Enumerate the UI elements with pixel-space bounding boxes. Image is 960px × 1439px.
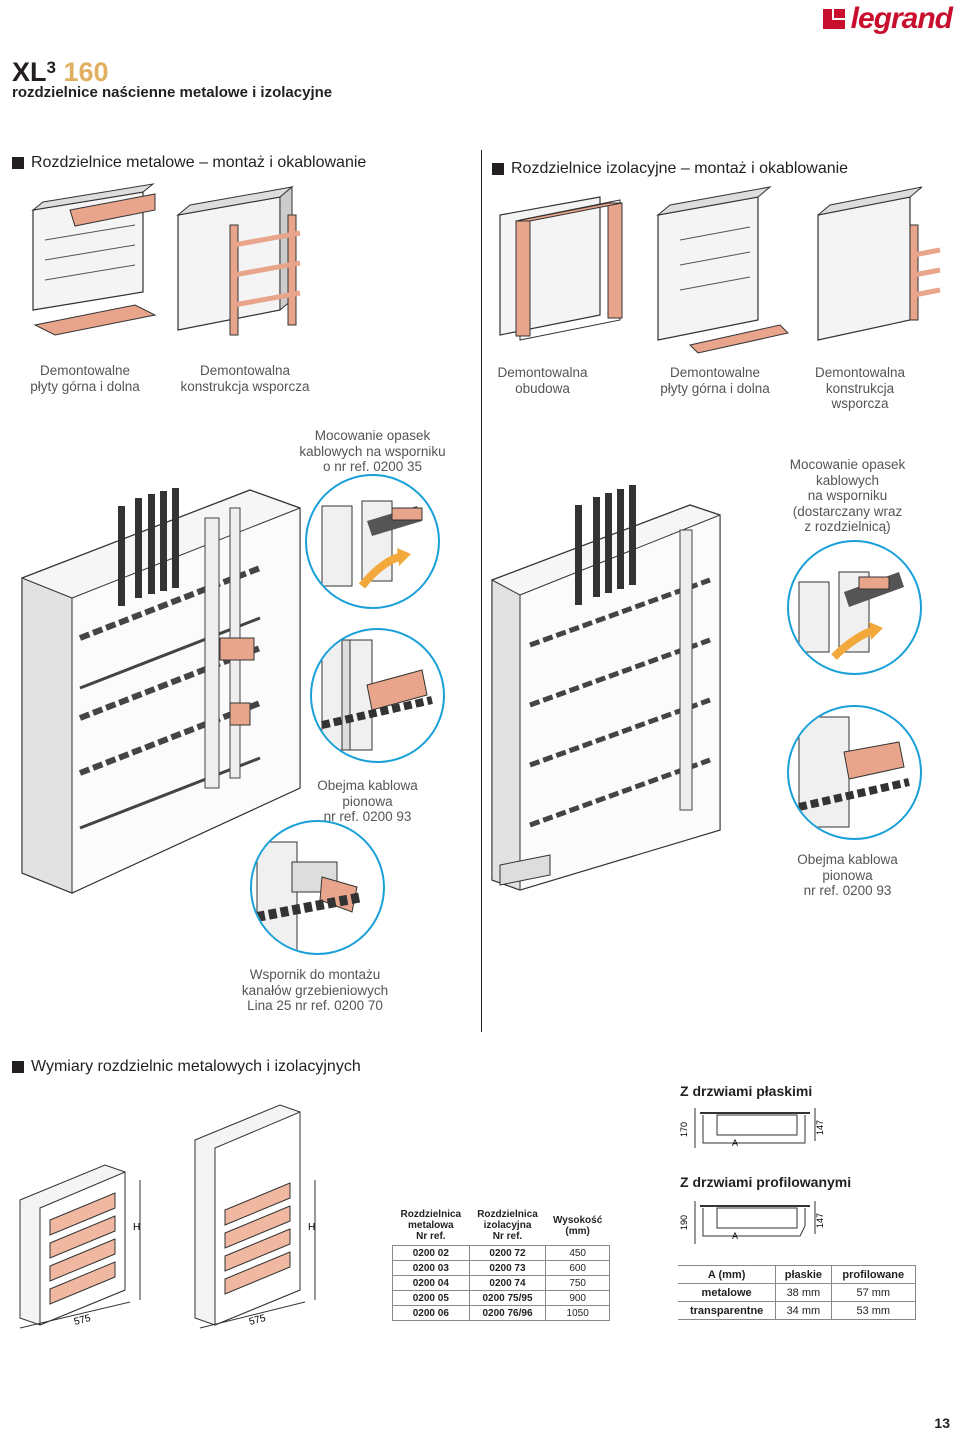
page-subtitle: rozdzielnice naścienne metalowe i izolac… — [12, 84, 333, 101]
insul-support-frame-illustration — [817, 186, 941, 341]
width-label: 575 — [248, 1313, 267, 1328]
insul-clamp-detail-circle — [787, 705, 922, 840]
prof-left-dim: 190 — [679, 1215, 689, 1230]
flat-left-dim: 170 — [679, 1122, 689, 1137]
prof-a-label: A — [732, 1231, 738, 1241]
legrand-logo: legrand — [821, 2, 953, 35]
section-metal-header: Rozdzielnice metalowe – montaż i okablow… — [12, 154, 366, 172]
bullet-square-icon — [492, 163, 504, 175]
page-number: 13 — [934, 1415, 950, 1431]
metal-bracket-detail-circle — [250, 820, 385, 955]
table-header: Wysokość(mm) — [553, 1214, 603, 1237]
insul-top-bottom-plates-illustration — [656, 186, 789, 354]
prof-right-dim: 147 — [815, 1213, 825, 1228]
section-insul-header: Rozdzielnice izolacyjne – montaż i okabl… — [492, 160, 848, 178]
table-header: płaskie — [775, 1265, 832, 1284]
insul-cabinet-illustration — [491, 485, 721, 891]
section-dims-title: Wymiary rozdzielnic metalowych i izolacy… — [31, 1058, 361, 1075]
table-header: profilowane — [831, 1265, 917, 1284]
height-label: H — [133, 1222, 140, 1233]
metal-cabinet-dimension-drawing: H 575 — [19, 1164, 141, 1329]
insul-housing-illustration — [499, 196, 623, 341]
title-superscript: 3 — [46, 58, 56, 77]
profiled-door-profile-drawing: 190 147 A — [679, 1201, 825, 1244]
column-divider — [481, 150, 482, 1032]
flat-right-dim: 147 — [815, 1120, 825, 1135]
metal-strap-detail-circle — [305, 474, 440, 609]
page-title: XL3 160 — [12, 58, 109, 86]
brand-name: legrand — [850, 2, 953, 35]
bullet-square-icon — [12, 157, 24, 169]
width-label: 575 — [73, 1313, 92, 1328]
flat-a-label: A — [732, 1138, 738, 1148]
profiled-doors-title: Z drzwiami profilowanymi — [680, 1174, 852, 1190]
title-prefix: XL — [12, 57, 47, 87]
insul-strap-detail-circle — [787, 540, 922, 675]
flat-door-profile-drawing: 170 147 A — [679, 1108, 825, 1148]
bullet-square-icon — [12, 1061, 24, 1073]
flat-doors-title: Z drzwiami płaskimi — [680, 1083, 813, 1099]
section-insul-title: Rozdzielnice izolacyjne – montaż i okabl… — [511, 160, 849, 177]
height-label: H — [308, 1222, 315, 1233]
section-metal-title: Rozdzielnice metalowe – montaż i okablow… — [31, 154, 367, 171]
table-header: A (mm) — [678, 1265, 777, 1284]
metal-cabinet-illustration — [21, 488, 301, 894]
legrand-logo-mark — [821, 6, 847, 32]
metal-support-frame-illustration — [176, 185, 301, 336]
insul-cabinet-dimension-drawing: H 575 — [194, 1104, 316, 1329]
section-dims-header: Wymiary rozdzielnic metalowych i izolacy… — [12, 1058, 361, 1076]
metal-top-bottom-plates-illustration — [31, 183, 157, 336]
title-number: 160 — [63, 57, 109, 87]
metal-clamp-detail-circle — [310, 628, 445, 763]
